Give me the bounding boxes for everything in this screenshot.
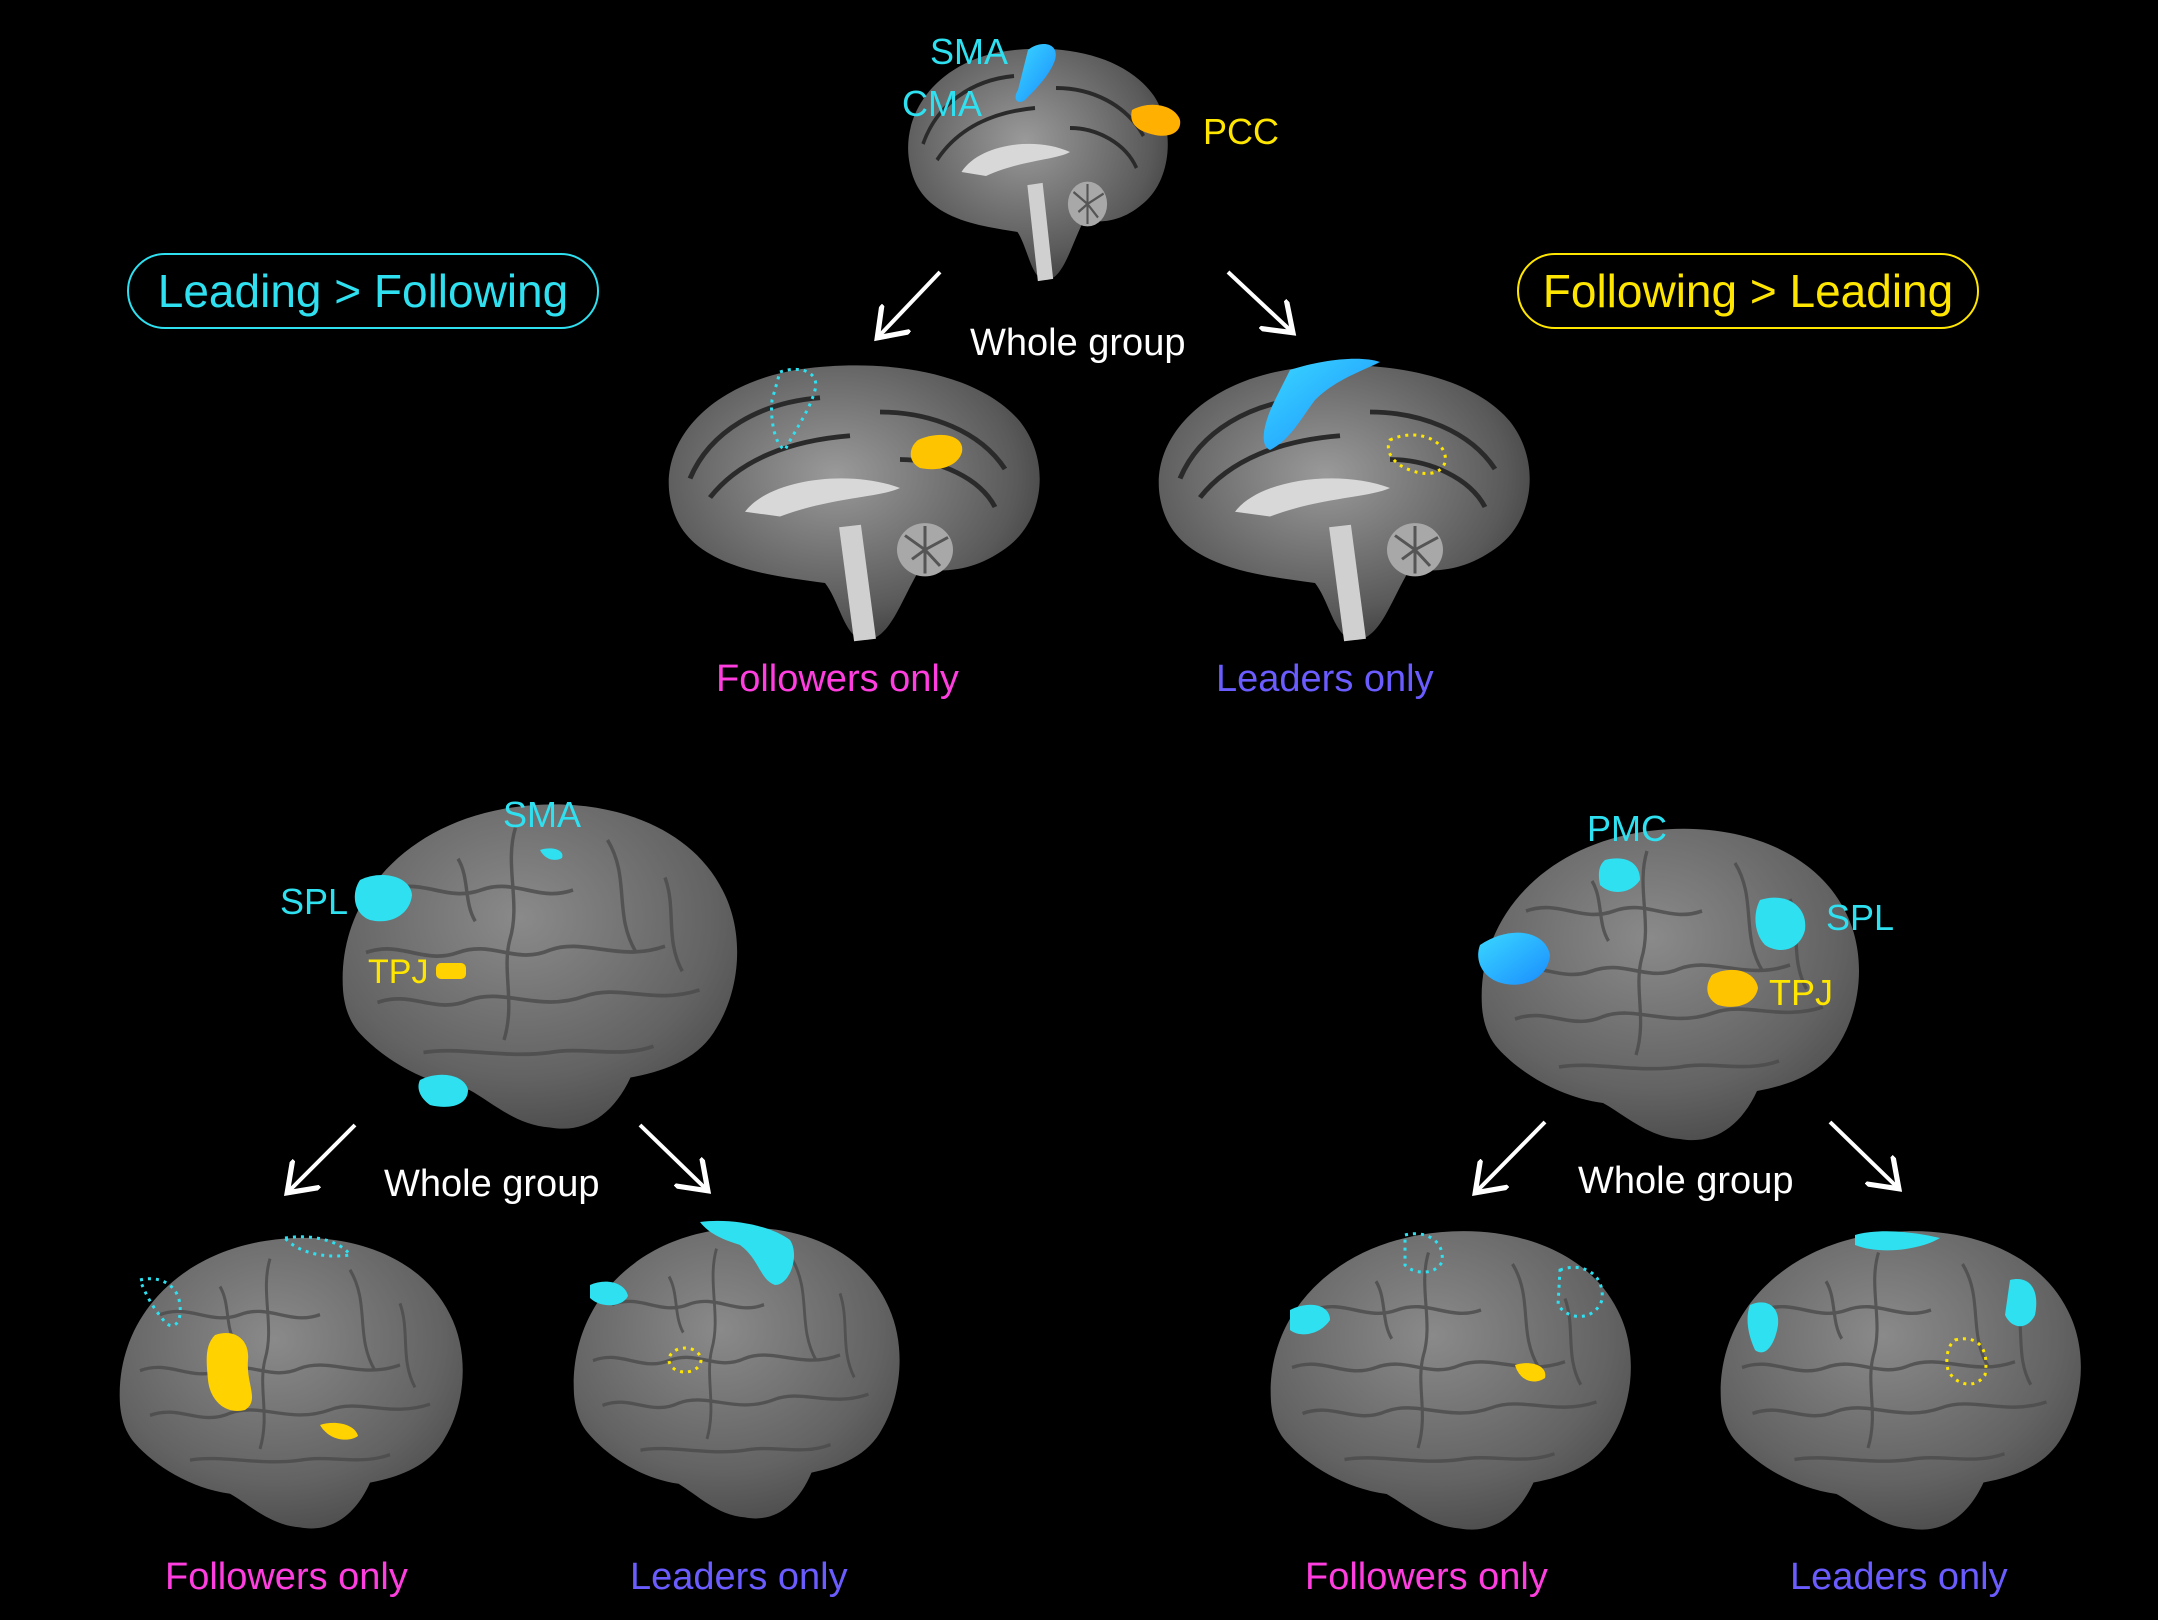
bl-followers-temporal-activation xyxy=(320,1422,358,1440)
bl-leaders-brain xyxy=(572,1226,902,1521)
bl-leaders-spl-activation xyxy=(590,1281,628,1306)
bl-arrow-leaders xyxy=(638,1123,705,1188)
leaders-top-dotted-outline xyxy=(1386,433,1447,475)
bl-tpj-activation xyxy=(436,963,466,979)
br-followers-dotted-pmc xyxy=(1403,1232,1444,1274)
bl-followers-brain xyxy=(118,1236,465,1531)
bl-whole-group-label: Whole group xyxy=(384,1163,600,1205)
bl-followers-only-label: Followers only xyxy=(165,1556,408,1598)
bl-leaders-dotted-tpj xyxy=(667,1346,703,1374)
br-pmc-label: PMC xyxy=(1587,808,1667,849)
br-leaders-frontal-activation xyxy=(1747,1302,1779,1353)
br-whole-group-label: Whole group xyxy=(1578,1160,1794,1202)
br-spl-activation xyxy=(1755,897,1806,950)
bl-arrow-followers xyxy=(290,1123,357,1190)
br-leaders-brain xyxy=(1718,1229,2083,1532)
bl-spl-label: SPL xyxy=(280,881,349,922)
arrow-to-leaders-top xyxy=(1226,270,1290,330)
leaders-top-blue-activation xyxy=(1263,358,1380,450)
br-followers-frontal-activation xyxy=(1290,1304,1330,1335)
top-sma-label: SMA xyxy=(930,31,1009,72)
bl-leaders-only-label: Leaders only xyxy=(630,1556,848,1598)
top-pcc-activation xyxy=(1131,104,1181,136)
bl-spl-activation xyxy=(354,875,412,922)
br-pmc-activation xyxy=(1598,858,1640,892)
bl-sma-activation xyxy=(540,848,563,860)
top-leaders-only-label: Leaders only xyxy=(1216,658,1434,700)
leaders-sagittal-brain xyxy=(1159,365,1530,640)
top-whole-group-label: Whole group xyxy=(970,322,1186,364)
legend-following-leading-text: Following > Leading xyxy=(1542,265,1954,317)
arrow-to-followers-top xyxy=(880,270,942,335)
bl-sma-label: SMA xyxy=(503,794,582,835)
legend-following-leading: Following > Leading xyxy=(1517,253,1979,329)
bl-leaders-sma-activation xyxy=(700,1220,795,1285)
top-followers-only-label: Followers only xyxy=(716,658,959,700)
br-followers-dotted-spl xyxy=(1556,1265,1604,1318)
br-followers-tpj-activation xyxy=(1515,1363,1546,1382)
br-leaders-only-label: Leaders only xyxy=(1790,1556,2008,1598)
br-leaders-spl-activation xyxy=(2005,1279,2037,1327)
br-tpj-label: TPJ xyxy=(1769,972,1834,1013)
bl-followers-tpj-activation xyxy=(206,1332,253,1411)
followers-sagittal-brain xyxy=(669,365,1040,640)
br-frontal-activation xyxy=(1478,932,1550,985)
legend-leading-following: Leading > Following xyxy=(127,253,599,329)
top-pcc-label: PCC xyxy=(1203,111,1280,152)
bl-followers-dotted-spl xyxy=(137,1277,182,1328)
br-followers-only-label: Followers only xyxy=(1305,1556,1548,1598)
br-followers-brain xyxy=(1268,1229,1633,1532)
bl-cerebellum-activation xyxy=(418,1074,468,1107)
bl-tpj-label: TPJ xyxy=(368,953,429,991)
legend-leading-following-text: Leading > Following xyxy=(157,265,569,317)
top-cma-label: CMA xyxy=(902,83,982,124)
followers-top-dotted-outline xyxy=(770,367,818,453)
br-tpj-activation xyxy=(1707,969,1758,1007)
br-leaders-pmc-activation xyxy=(1855,1231,1940,1251)
followers-top-yellow-activation xyxy=(910,434,963,470)
br-arrow-followers xyxy=(1478,1120,1547,1190)
top-sma-activation xyxy=(1015,44,1056,102)
br-leaders-dotted-tpj xyxy=(1945,1337,1988,1386)
br-arrow-leaders xyxy=(1828,1120,1896,1186)
br-spl-label: SPL xyxy=(1826,897,1895,938)
